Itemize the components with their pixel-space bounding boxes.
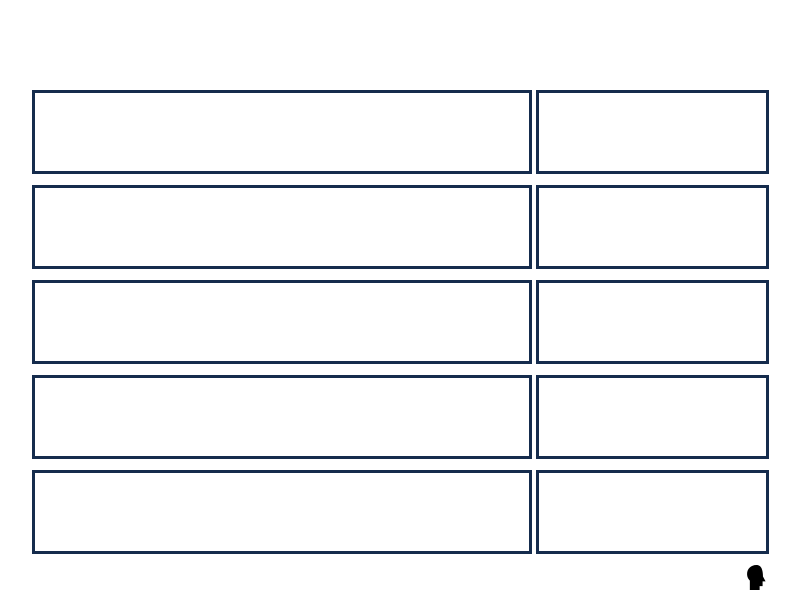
gamma-wave-panel <box>32 90 532 174</box>
brainwave-row-theta <box>32 375 769 459</box>
brainwave-rows <box>32 90 769 554</box>
gamma-waveform-icon <box>147 93 521 171</box>
alpha-waveform-icon <box>147 283 521 361</box>
head-brain-icon <box>747 565 766 590</box>
brand-logo <box>744 564 772 591</box>
brainwave-row-alpha <box>32 280 769 364</box>
alpha-label-block <box>35 283 147 361</box>
theta-label-block <box>35 378 147 456</box>
gamma-label-block <box>35 93 147 171</box>
brainwave-row-beta <box>32 185 769 269</box>
theta-description-panel <box>536 375 769 459</box>
delta-waveform-icon <box>147 473 521 551</box>
delta-label-block <box>35 473 147 551</box>
beta-description-panel <box>536 185 769 269</box>
alpha-wave-panel <box>32 280 532 364</box>
theta-waveform-icon <box>147 378 521 456</box>
brainwave-row-gamma <box>32 90 769 174</box>
beta-waveform-icon <box>147 188 521 266</box>
theta-wave-panel <box>32 375 532 459</box>
brainwave-row-delta <box>32 470 769 554</box>
alpha-description-panel <box>536 280 769 364</box>
gamma-description-panel <box>536 90 769 174</box>
delta-description-panel <box>536 470 769 554</box>
beta-wave-panel <box>32 185 532 269</box>
delta-wave-panel <box>32 470 532 554</box>
beta-label-block <box>35 188 147 266</box>
